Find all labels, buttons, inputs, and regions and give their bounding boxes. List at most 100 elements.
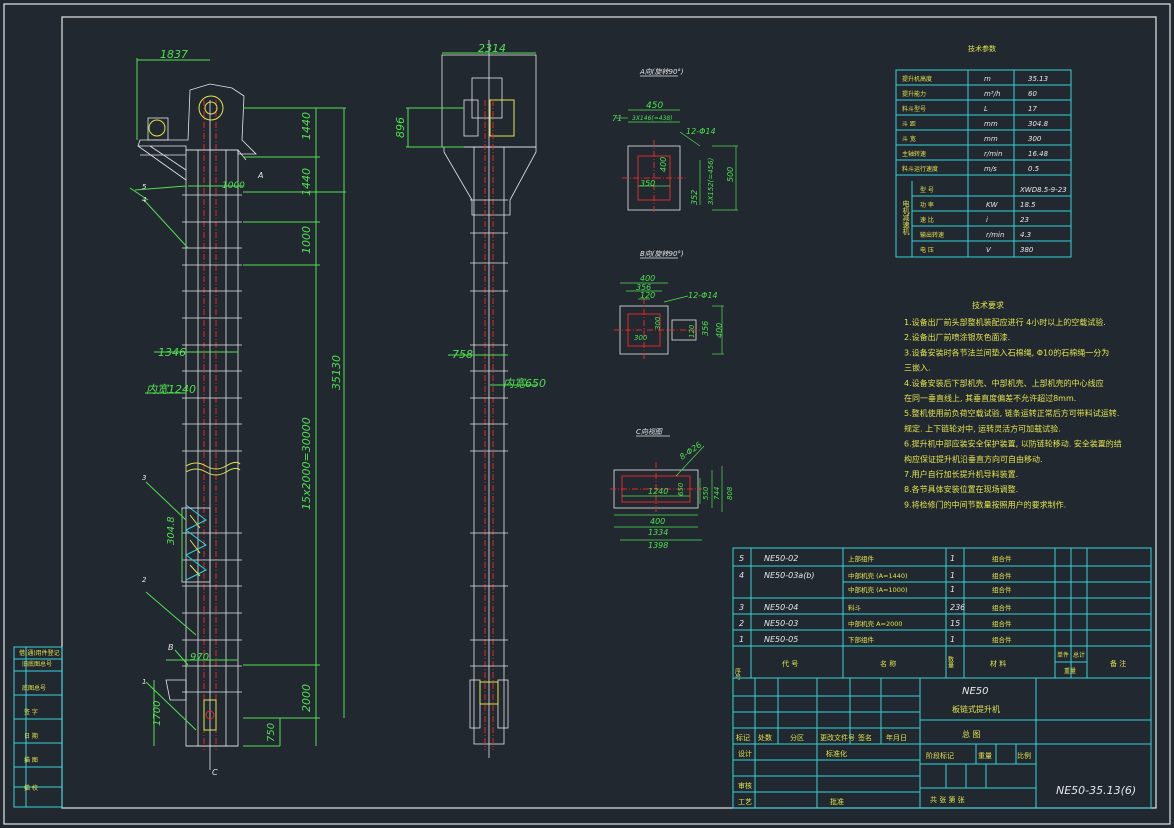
- sec-b-120: 120: [640, 291, 655, 300]
- part-qty-4: 15: [950, 619, 960, 628]
- stamp-row-3: 签 字: [24, 708, 38, 716]
- label-A: A: [257, 171, 263, 180]
- spec-value-4: 300: [1028, 135, 1042, 143]
- motor-name-2: 速 比: [920, 216, 934, 224]
- front-view: 1837 1440 1440 1000 35130 15x2000=30000 …: [129, 48, 346, 777]
- dim-1440-b: 1440: [300, 168, 313, 196]
- spec-name-3: 斗 距: [902, 121, 916, 128]
- part-no-5: 1: [739, 635, 744, 644]
- boot-section: [165, 679, 238, 747]
- hdr-total: 总计: [1073, 651, 1085, 659]
- tech-line-4: 4.设备安装后下部机壳、中部机壳、上部机壳的中心线应: [904, 378, 1104, 388]
- sec-b-bolts: 12-Φ14: [688, 291, 718, 300]
- spec-unit-3: mm: [984, 120, 998, 128]
- section-b-title: B向(旋转90°): [640, 250, 684, 258]
- spec-value-6: 0.5: [1028, 165, 1040, 173]
- part-qty-3: 236: [950, 603, 965, 612]
- hdr-weight: 重量: [1064, 667, 1076, 675]
- tb-product: NE50: [962, 686, 989, 697]
- sec-b-300a: 300: [654, 316, 662, 330]
- inner-frame: [61, 16, 1157, 809]
- sec-a-350: 350: [640, 179, 655, 188]
- tech-line-9: 构应保证提升机沿垂直方向可自由移动.: [904, 454, 1043, 464]
- section-b: B向(旋转90°) 400 356 120 12-Φ14 300 300 120…: [614, 250, 724, 360]
- part-3: 3: [142, 474, 146, 482]
- tb-audit: 审核: [738, 781, 752, 790]
- part-name-4: 中部机壳 A=2000: [848, 619, 903, 628]
- hdr-remark: 备 注: [1110, 659, 1126, 668]
- dim-inner-1240: 内宽1240: [146, 383, 196, 396]
- dim-1700: 1700: [152, 701, 163, 726]
- motor-name-3: 输出转速: [920, 231, 944, 239]
- side-dim-758: 758: [452, 348, 473, 361]
- dim-top-width: 1837: [160, 48, 188, 61]
- stamp-row-1: 旧底图总号: [22, 660, 52, 668]
- side-dim-2314: 2314: [478, 42, 506, 55]
- tb-drawing-no: NE50-35.13(6): [1056, 784, 1136, 797]
- part-no-3: 3: [739, 603, 744, 612]
- section-a: A向(旋转90°) 450 71 3X146(=438) 12-Φ14 400 …: [612, 68, 738, 214]
- part-code-4: NE50-03: [764, 619, 798, 628]
- tb-row-label-3: 更改文件号: [820, 733, 855, 742]
- part-name-3: 料斗: [848, 603, 862, 612]
- dim-head-1000: 1000: [222, 181, 245, 191]
- tb-weight: 重量: [978, 752, 992, 760]
- sec-c-744: 744: [713, 487, 721, 500]
- tb-std: 标准化: [826, 749, 847, 758]
- tb-drawing-type: 总 图: [962, 729, 981, 739]
- section-a-title: A向(旋转90°): [639, 68, 684, 76]
- part-qty-2: 1: [950, 585, 955, 594]
- part-no-0: 5: [739, 554, 744, 563]
- spec-unit-4: mm: [984, 135, 998, 143]
- tb-sheets: 共 张 第 张: [930, 795, 965, 804]
- spec-motor-label: 电机减速机: [902, 199, 910, 236]
- motor-unit-3: r/min: [986, 231, 1004, 239]
- part-code-1: NE50-03a(b): [764, 571, 815, 580]
- tb-stage: 阶段标记: [926, 751, 954, 760]
- sec-c-808: 808: [726, 486, 734, 500]
- outer-frame: [3, 3, 1171, 825]
- tb-row-label-4: 签名: [858, 733, 872, 742]
- front-dims-lines: [129, 58, 346, 747]
- sec-c-550: 550: [702, 486, 710, 500]
- sec-b-356v: 356: [701, 321, 710, 336]
- sec-a-500: 500: [726, 167, 735, 182]
- motor-name-0: 型 号: [920, 186, 934, 194]
- part-material-2: 组合件: [992, 585, 1012, 594]
- sec-c-1398: 1398: [648, 541, 668, 550]
- tech-line-2: 3.设备安装时各节法兰间垫入石棉绳, Φ10的石棉绳一分为: [904, 347, 1109, 357]
- motor-value-2: 23: [1020, 216, 1029, 224]
- tb-product-name: 板链式提升机: [952, 704, 1000, 714]
- part-material-5: 组合件: [992, 635, 1012, 644]
- part-no-1: 4: [739, 571, 744, 580]
- stamp-row-4: 日 期: [24, 732, 38, 740]
- part-qty-1: 1: [950, 571, 955, 580]
- spec-unit-5: r/min: [984, 150, 1002, 158]
- part-material-1: 组合件: [992, 571, 1012, 580]
- sec-c-650: 650: [677, 482, 685, 496]
- part-material-3: 组合件: [992, 603, 1012, 612]
- motor-value-3: 4.3: [1020, 231, 1031, 239]
- spec-value-0: 35.13: [1028, 75, 1048, 83]
- sec-a-bolts: 12-Φ14: [686, 127, 716, 136]
- spec-unit-0: m: [984, 75, 991, 83]
- spec-value-1: 60: [1028, 90, 1037, 98]
- label-B: B: [168, 643, 174, 652]
- tb-process: 工艺: [738, 798, 752, 806]
- head-housing: [137, 83, 257, 155]
- spec-title: 技术参数: [968, 44, 996, 53]
- stamp-row-6: 描 校: [24, 784, 38, 792]
- tech-line-10: 7.用户自行加长提升机导料装置.: [904, 469, 1018, 479]
- part-qty-5: 1: [950, 635, 955, 644]
- hdr-material: 材 料: [990, 659, 1006, 668]
- sec-a-352: 352: [690, 190, 699, 205]
- sec-a-holes-top: 3X146(=438): [632, 115, 673, 122]
- spec-value-3: 304.8: [1028, 120, 1049, 128]
- spec-name-1: 提升能力: [902, 90, 926, 98]
- sec-a-holes-side: 3X152(=456): [707, 157, 715, 205]
- tech-line-8: 6.提升机中部应装安全保护装置, 以防链轮移动. 安全装置的结: [904, 439, 1122, 449]
- part-code-0: NE50-02: [764, 554, 798, 563]
- dim-1440-a: 1440: [300, 112, 313, 140]
- motor-value-0: XWD8.5-9-23: [1019, 186, 1067, 194]
